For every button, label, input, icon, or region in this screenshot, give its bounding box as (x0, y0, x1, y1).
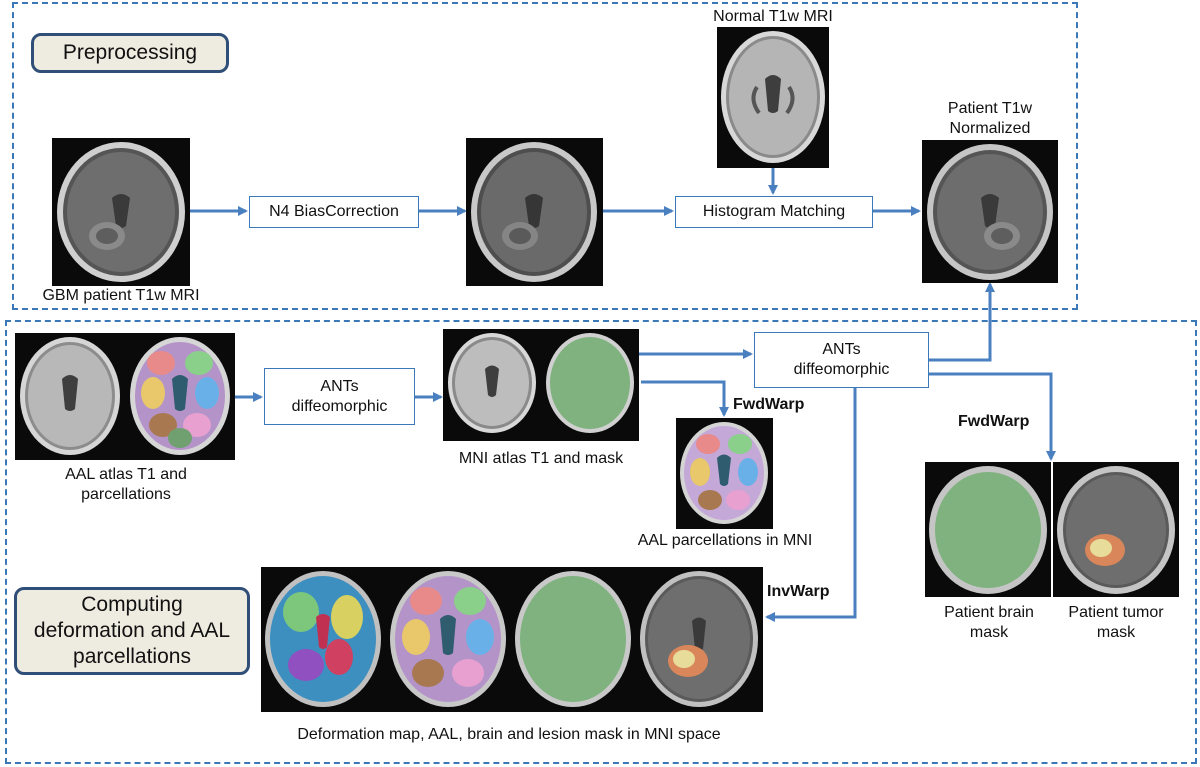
arrow-ants2-to-normalized (929, 282, 995, 362)
arrow-ants2-fwdwarp-patient (929, 372, 1056, 461)
normal-mri-label: Normal T1w MRI (713, 8, 833, 25)
aal-parcellations-image (125, 333, 235, 460)
patient-normalized-label: Patient T1w Normalized (947, 100, 1033, 137)
preprocessing-title: Preprocessing (31, 33, 229, 73)
computing-title: Computing deformation and AAL parcellati… (14, 587, 250, 675)
patient-brain-mask-label: Patient brain mask (944, 604, 1034, 641)
mni-mask-image (541, 329, 639, 441)
n4-bias-correction-box: N4 BiasCorrection (249, 196, 419, 228)
aal-mni-parcellations-image (676, 418, 773, 529)
preprocessing-section (12, 2, 1078, 310)
arrow-mni-fwdwarp (641, 380, 729, 417)
bias-corrected-mri-image (466, 138, 603, 286)
gbm-patient-mri-image (52, 138, 190, 286)
patient-normalized-mri-image (922, 140, 1058, 283)
aal-mni-space-image (386, 567, 511, 712)
fwdwarp-label-2: FwdWarp (958, 413, 1030, 430)
aal-atlas-label: AAL atlas T1 and parcellations (65, 466, 187, 503)
deformation-map-image (261, 567, 386, 712)
ants-diffeomorphic-box-1: ANTs diffeomorphic (264, 368, 415, 425)
patient-brain-mask-image (925, 462, 1051, 597)
deformation-map-label: Deformation map, AAL, brain and lesion m… (297, 726, 721, 743)
invwarp-label: InvWarp (767, 583, 830, 600)
mni-atlas-t1-image (443, 329, 541, 441)
gbm-patient-label: GBM patient T1w MRI (42, 287, 200, 304)
ants-diffeomorphic-box-2: ANTs diffeomorphic (754, 332, 929, 388)
histogram-matching-box: Histogram Matching (675, 196, 873, 228)
fwdwarp-label-1: FwdWarp (733, 396, 805, 413)
aal-mni-label: AAL parcellations in MNI (637, 532, 813, 549)
mni-atlas-label: MNI atlas T1 and mask (458, 450, 624, 467)
computing-section (5, 320, 1197, 764)
aal-atlas-t1-image (15, 333, 125, 460)
patient-tumor-mask-image (1053, 462, 1179, 597)
normal-mri-image (717, 27, 829, 168)
arrow-ants2-invwarp (765, 386, 857, 622)
lesion-mask-mni-space-image (636, 567, 763, 712)
patient-tumor-mask-label: Patient tumor mask (1068, 604, 1164, 641)
brain-mask-mni-space-image (511, 567, 636, 712)
